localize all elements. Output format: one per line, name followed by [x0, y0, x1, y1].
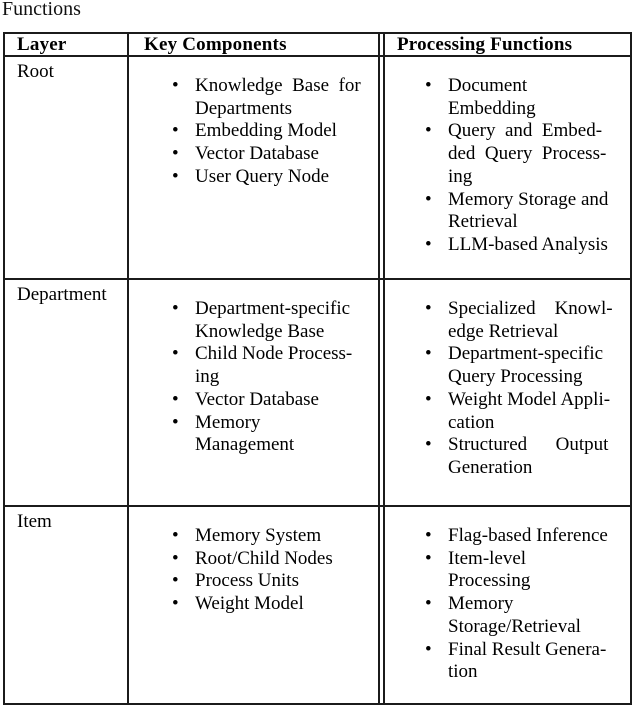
layers-table: Layer Key Components Processing Function… [3, 32, 632, 705]
layer-cell-department: Department [5, 280, 129, 505]
list-item: Vector Database [132, 143, 376, 166]
list-item: Weight Model [132, 593, 376, 616]
list-item: Root/Child Nodes [132, 548, 376, 571]
list-item: Vector Database [132, 389, 376, 412]
processing-functions-list-department: Specialized Knowl- edge Retrieval Depart… [385, 280, 630, 480]
table-caption-fragment: Functions [2, 0, 81, 20]
list-item: Department-specific Knowledge Base [132, 298, 376, 343]
table-row-root: Root Knowledge Base for Departments Embe… [5, 57, 630, 280]
key-components-list-department: Department-specific Knowledge Base Child… [132, 280, 378, 457]
table-row-item: Item Memory System Root/Child Nodes Proc… [5, 507, 630, 703]
processing-functions-cell-root: Document Embedding Query and Embed- ded … [383, 57, 630, 278]
processing-functions-cell-department: Specialized Knowl- edge Retrieval Depart… [383, 280, 630, 505]
processing-functions-list-root: Document Embedding Query and Embed- ded … [385, 57, 630, 257]
key-components-cell-department: Department-specific Knowledge Base Child… [132, 280, 380, 505]
key-components-list-item: Memory System Root/Child Nodes Process U… [132, 507, 378, 616]
list-item: Memory Management [132, 412, 376, 457]
list-item: Document Embedding [385, 75, 628, 120]
list-item: Structured Output Generation [385, 434, 628, 479]
list-item: Child Node Process- ing [132, 343, 376, 388]
key-components-list-root: Knowledge Base for Departments Embedding… [132, 57, 378, 189]
list-item: Weight Model Appli- cation [385, 389, 628, 434]
layer-cell-root: Root [5, 57, 129, 278]
header-layer: Layer [5, 34, 129, 56]
list-item: Final Result Genera- tion [385, 639, 628, 684]
list-item: Specialized Knowl- edge Retrieval [385, 298, 628, 343]
processing-functions-list-item: Flag-based Inference Item-level Processi… [385, 507, 630, 684]
table-row-department: Department Department-specific Knowledge… [5, 280, 630, 507]
list-item: Memory Storage and Retrieval [385, 189, 628, 234]
list-item: User Query Node [132, 166, 376, 189]
layer-cell-item: Item [5, 507, 129, 703]
key-components-cell-item: Memory System Root/Child Nodes Process U… [132, 507, 380, 703]
list-item: Query and Embed- ded Query Process- ing [385, 120, 628, 188]
list-item: Knowledge Base for Departments [132, 75, 376, 120]
processing-functions-cell-item: Flag-based Inference Item-level Processi… [383, 507, 630, 703]
list-item: Item-level Processing [385, 548, 628, 593]
list-item: Flag-based Inference [385, 525, 628, 548]
header-key-components: Key Components [132, 34, 380, 56]
list-item: LLM-based Analysis [385, 234, 628, 257]
header-processing-functions: Processing Functions [383, 34, 630, 56]
key-components-cell-root: Knowledge Base for Departments Embedding… [132, 57, 380, 278]
table-header-row: Layer Key Components Processing Function… [5, 34, 630, 57]
list-item: Memory System [132, 525, 376, 548]
list-item: Memory Storage/Retrieval [385, 593, 628, 638]
list-item: Embedding Model [132, 120, 376, 143]
list-item: Process Units [132, 570, 376, 593]
list-item: Department-specific Query Processing [385, 343, 628, 388]
